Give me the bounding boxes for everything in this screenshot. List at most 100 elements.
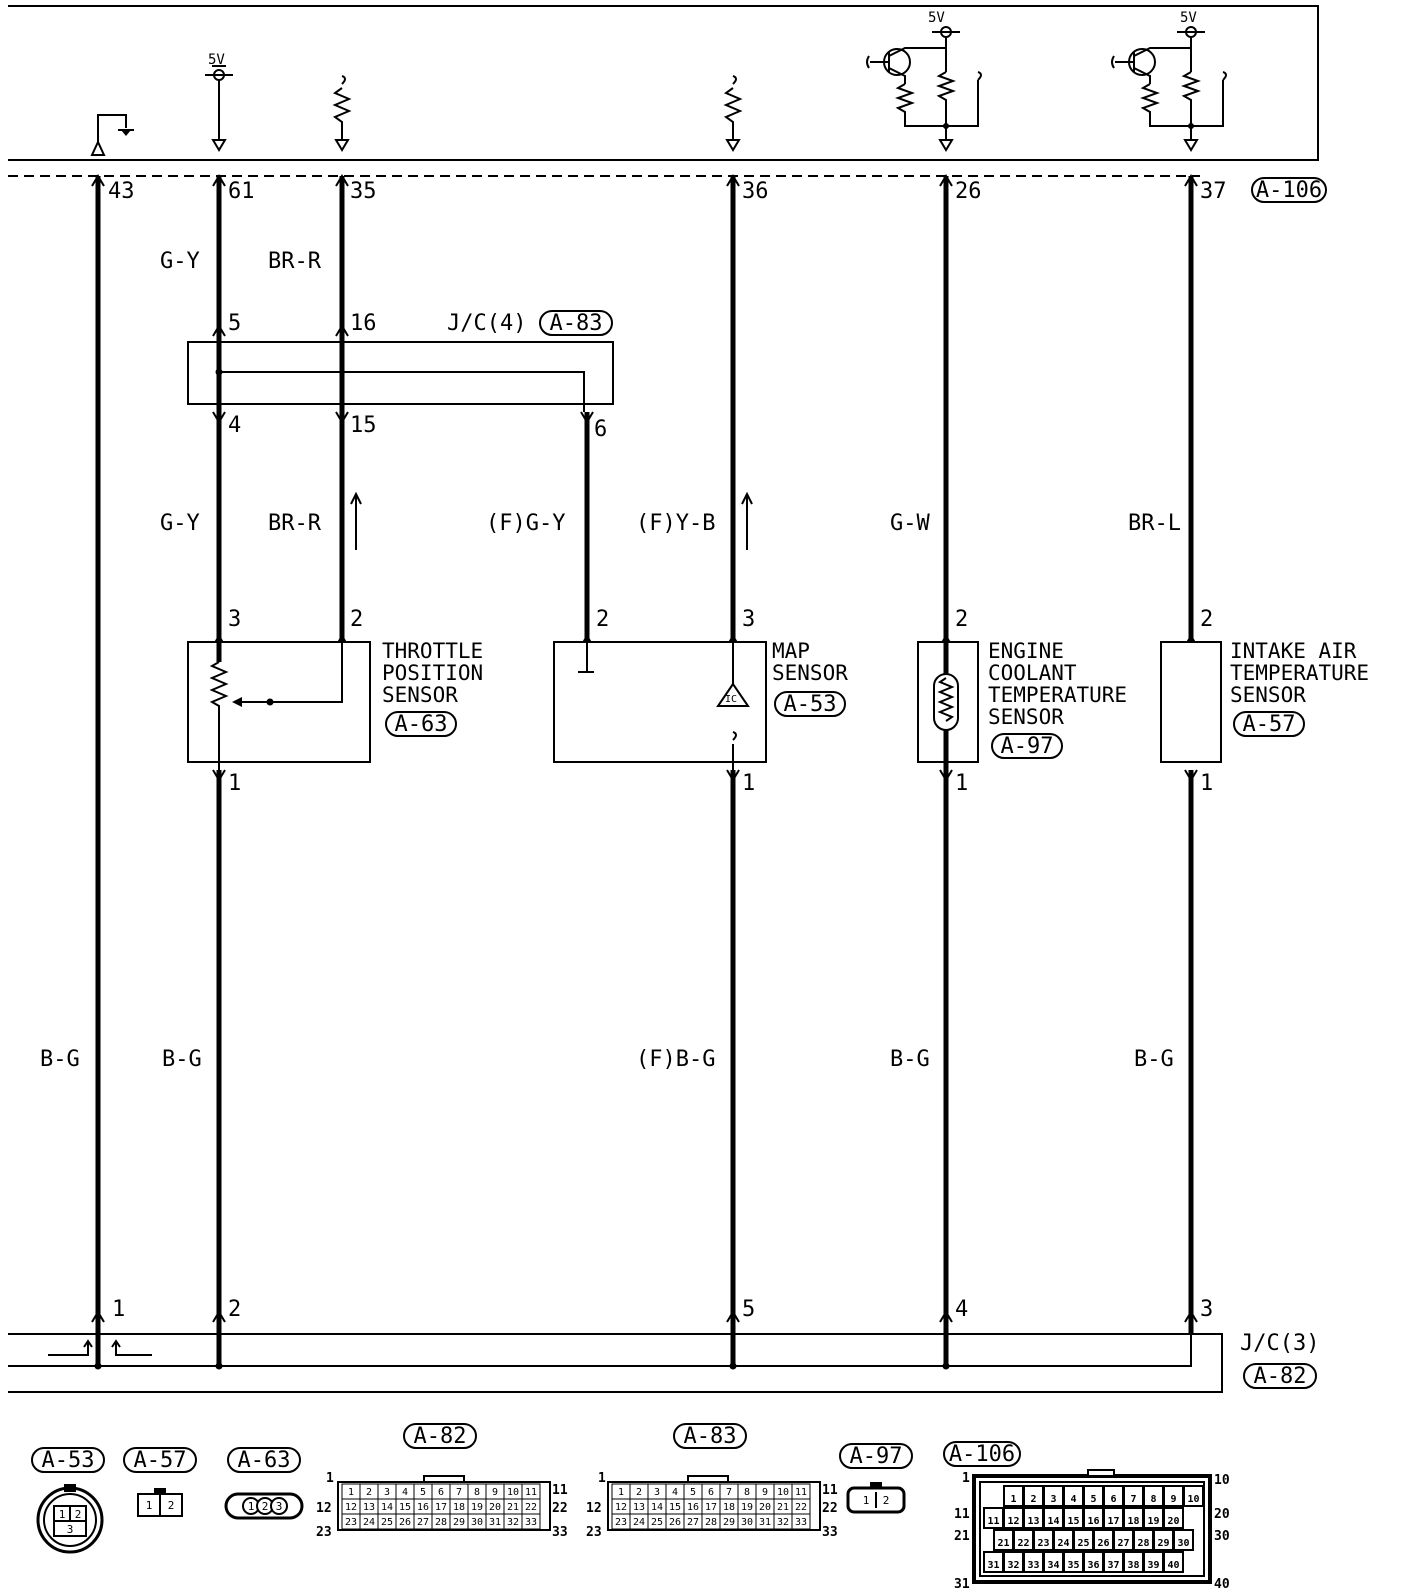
connector-cavity-number: 22 (795, 1502, 807, 1513)
connector-cavity-number: 22 (1017, 1538, 1029, 1549)
svg-text:1: 1 (598, 1471, 606, 1486)
connector-cavity-number: 20 (489, 1502, 501, 1513)
svg-text:A-97: A-97 (850, 1444, 903, 1469)
connector-cavity-number: 30 (1177, 1538, 1189, 1549)
wire-color-gw: G-W (890, 511, 930, 536)
connector-cavity-number: 17 (705, 1502, 717, 1513)
connector-cavity-number: 26 (669, 1517, 681, 1528)
connector-cavity-number: 7 (726, 1487, 732, 1498)
jc3-pin-5: 5 (742, 1297, 755, 1322)
tps-name-line2: POSITION (382, 661, 483, 685)
svg-text:2: 2 (262, 1500, 269, 1513)
connector-cavity-number: 29 (1157, 1538, 1169, 1549)
connector-cavity-number: 10 (507, 1487, 519, 1498)
connector-cavity-number: 36 (1087, 1560, 1099, 1571)
connector-cavity-number: 19 (741, 1502, 753, 1513)
jc4-pin-5: 5 (228, 311, 241, 336)
jc3-pin-3: 3 (1200, 1297, 1213, 1322)
svg-text:3: 3 (67, 1523, 74, 1536)
connector-cavity-number: 21 (777, 1502, 789, 1513)
connector-cavity-number: 18 (1127, 1516, 1139, 1527)
wire-color-brr-upper: BR-R (268, 249, 322, 274)
connector-cavity-number: 32 (777, 1517, 789, 1528)
connector-cavity-number: 7 (456, 1487, 462, 1498)
connector-cavity-number: 20 (759, 1502, 771, 1513)
connector-cavity-number: 8 (744, 1487, 750, 1498)
connector-cavity-number: 33 (1027, 1560, 1039, 1571)
supply-label: 5V (208, 52, 225, 68)
connector-cavity-number: 15 (1067, 1516, 1079, 1527)
connector-cavity-number: 24 (1057, 1538, 1069, 1549)
svg-text:A-63: A-63 (238, 1448, 291, 1473)
connector-cavity-number: 12 (345, 1502, 357, 1513)
ecu-transistor-circuit-26: 5V (866, 10, 982, 152)
connector-cavity-number: 11 (525, 1487, 537, 1498)
junction-connector-jc4: J/C(4) A-83 5 16 4 15 6 (187, 310, 614, 442)
connector-cavity-number: 28 (435, 1517, 447, 1528)
connector-cavity (1163, 1551, 1184, 1573)
tps-pin-1: 1 (228, 771, 241, 796)
tps-pin-2: 2 (350, 607, 363, 632)
connector-cavity-number: 2 (366, 1487, 372, 1498)
ecu-ground-symbol (90, 114, 134, 156)
map-pin-3: 3 (742, 607, 755, 632)
signal-direction-arrows (350, 491, 753, 550)
connector-cavity (791, 1513, 811, 1530)
svg-text:11: 11 (954, 1507, 970, 1522)
ect-name-line3: TEMPERATURE (988, 683, 1127, 707)
connector-cavity-number: 37 (1107, 1560, 1119, 1571)
connector-cavity-number: 1 (1010, 1494, 1016, 1505)
connector-cavity-number: 1 (618, 1487, 624, 1498)
svg-text:23: 23 (586, 1525, 602, 1540)
jc4-pin-15: 15 (350, 413, 377, 438)
connector-cavity-number: 17 (435, 1502, 447, 1513)
connector-cavity-number: 31 (759, 1517, 771, 1528)
connector-cavity-number: 11 (987, 1516, 999, 1527)
connector-cavity-number: 25 (1077, 1538, 1089, 1549)
ect-name-line4: SENSOR (988, 705, 1064, 729)
connector-cavity (1173, 1529, 1194, 1551)
connector-view-a63: A-63 1 2 3 (224, 1447, 304, 1520)
connector-cavity-number: 26 (399, 1517, 411, 1528)
connector-cavity-number: 13 (363, 1502, 375, 1513)
connector-cavity-number: 1 (348, 1487, 354, 1498)
svg-text:11: 11 (822, 1483, 838, 1498)
connector-cavity-number: 27 (687, 1517, 699, 1528)
supply-label: 5V (1180, 10, 1197, 26)
connector-cavity-number: 19 (471, 1502, 483, 1513)
ecu-pin-43: 43 (108, 179, 135, 204)
connector-cavity-number: 5 (1090, 1494, 1096, 1505)
connector-cavity-number: 3 (384, 1487, 390, 1498)
connector-cavity-number: 8 (1150, 1494, 1156, 1505)
connector-cavity-number: 4 (672, 1487, 678, 1498)
connector-cavity-number: 10 (1187, 1494, 1199, 1505)
engine-coolant-temperature-sensor: 2 1 ENGINE COOLANT TEMPERATURE SENSOR A-… (917, 607, 1127, 796)
connector-cavity-number: 23 (345, 1517, 357, 1528)
map-name-line2: SENSOR (772, 661, 848, 685)
svg-text:31: 31 (954, 1577, 970, 1592)
svg-text:1: 1 (146, 1499, 153, 1512)
connector-cavity-number: 2 (1030, 1494, 1036, 1505)
connector-cavity-number: 10 (777, 1487, 789, 1498)
svg-text:2: 2 (883, 1494, 890, 1507)
connector-cavity-number: 29 (723, 1517, 735, 1528)
connector-cavity-number: 35 (1067, 1560, 1079, 1571)
jc4-pin-16: 16 (350, 311, 377, 336)
connector-cavity-number: 31 (987, 1560, 999, 1571)
junction-connector-jc3: 1 2 5 4 3 J/C(3) A-82 (8, 1297, 1319, 1393)
iat-name-line3: SENSOR (1230, 683, 1306, 707)
connector-cavity-number: 25 (381, 1517, 393, 1528)
connector-cavity-number: 30 (471, 1517, 483, 1528)
svg-text:33: 33 (552, 1525, 568, 1540)
iat-connector-id: A-57 (1243, 712, 1296, 737)
connector-cavity-number: 21 (997, 1538, 1009, 1549)
jc3-pin-1: 1 (112, 1297, 125, 1322)
svg-text:1: 1 (326, 1471, 334, 1486)
jc3-label: J/C(3) (1240, 1331, 1319, 1356)
pin-chevrons (212, 174, 1198, 1323)
connector-cavity-number: 7 (1130, 1494, 1136, 1505)
connector-cavity-number: 14 (381, 1502, 393, 1513)
connector-view-a57: A-57 1 2 (123, 1447, 197, 1517)
